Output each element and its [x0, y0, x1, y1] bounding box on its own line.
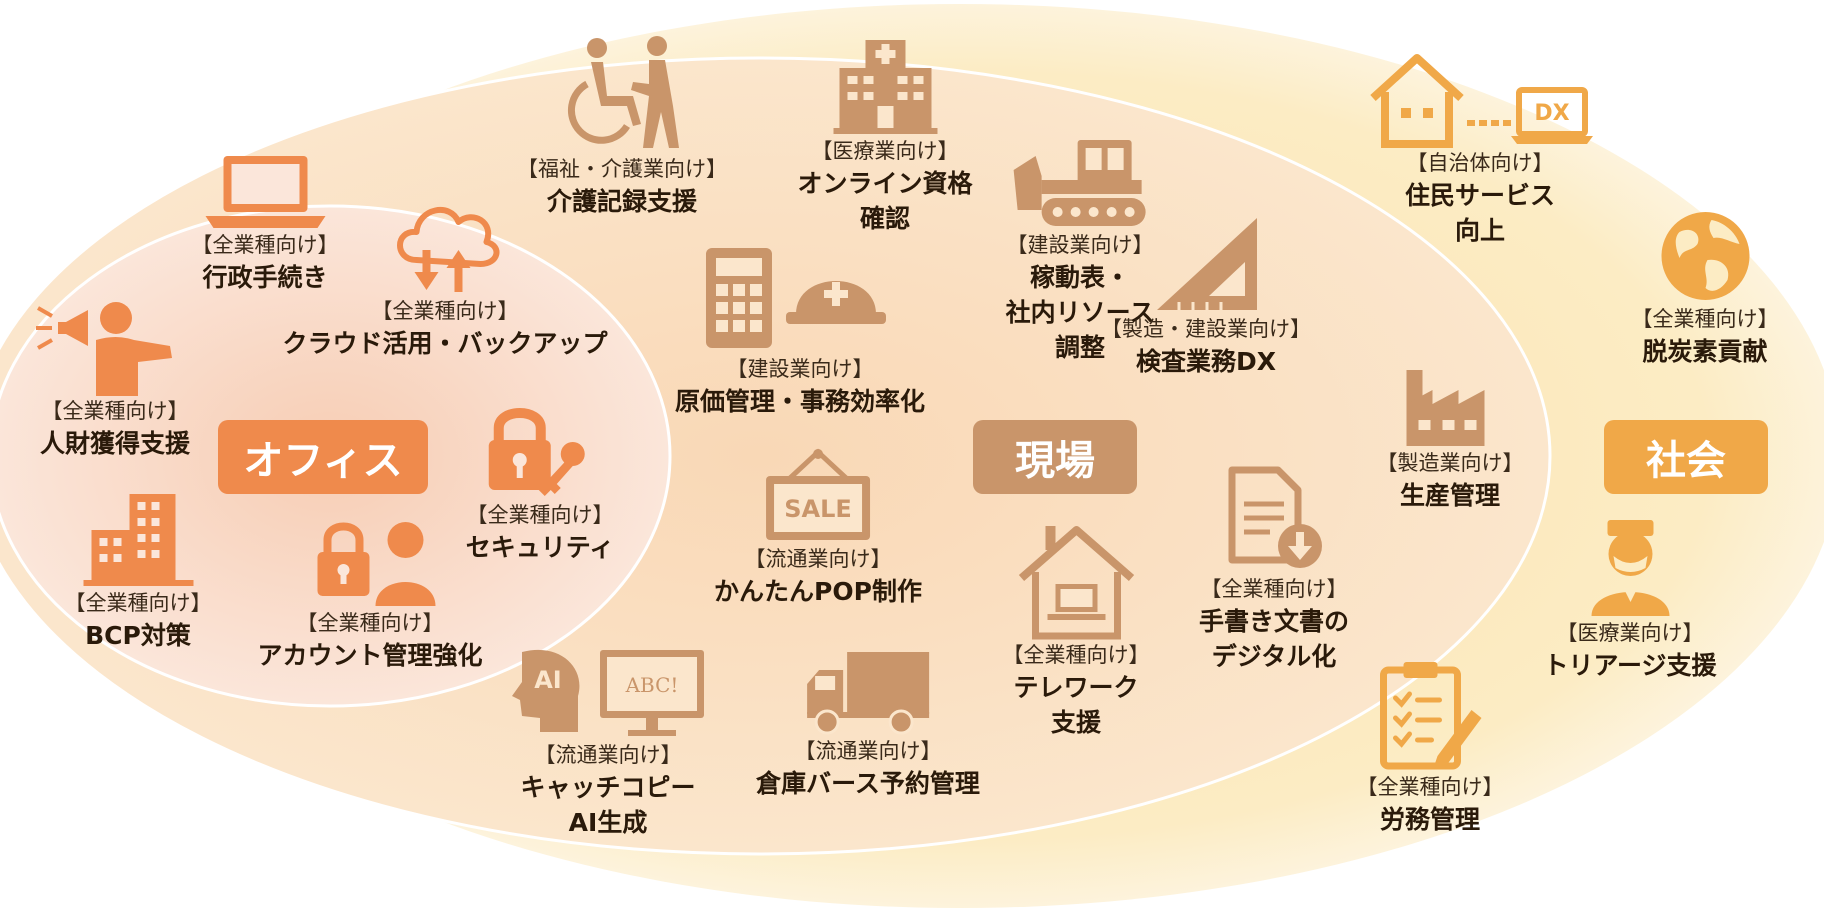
item-category: 【全業種向け】: [1002, 643, 1150, 667]
item-name: 手書き文書の: [1198, 607, 1350, 636]
genba-item-kadouhyou: 【建設業向け】 稼動表・ 社内リソース 調整: [1005, 136, 1155, 365]
item-category: 【流通業向け】: [534, 743, 682, 767]
wheelchair-icon: [567, 36, 679, 148]
zone-label-genba: 現場: [973, 420, 1137, 494]
factory-icon: [1406, 370, 1484, 446]
building-icon: [83, 494, 193, 586]
item-name: 労務管理: [1379, 805, 1480, 834]
genba-item-tegaki: 【全業種向け】 手書き文書の デジタル化: [1199, 466, 1349, 674]
genba-item-souko: 【流通業向け】 倉庫バース予約管理: [756, 650, 980, 801]
item-category: 【全業種向け】: [296, 611, 444, 635]
item-category: 【全業種向け】: [1356, 775, 1504, 799]
genba-item-pop: SALE 【流通業向け】 かんたんPOP制作: [714, 448, 922, 609]
item-name: 検査業務DX: [1135, 347, 1277, 376]
office-item-bcp: 【全業種向け】 BCP対策: [65, 490, 212, 653]
calculator-helmet-icon: [705, 248, 886, 348]
item-name: キャッチコピー: [520, 773, 696, 802]
genba-item-catchcopy: AI ABC! 【流通業向け】 キャッチコピー AI生成: [508, 646, 708, 840]
clipboard-check-icon: [1379, 662, 1481, 770]
item-name: オンライン資格: [797, 169, 973, 198]
item-category: 【医療業向け】: [1556, 621, 1704, 645]
cloud-sync-icon: [396, 207, 499, 292]
globe-icon: [1661, 212, 1749, 300]
office-item-security: 【全業種向け】 セキュリティ: [465, 400, 615, 565]
genba-item-telework: 【全業種向け】 テレワーク 支援: [1003, 522, 1150, 740]
truck-icon: [806, 652, 929, 735]
item-category: 【製造・建設業向け】: [1101, 317, 1311, 341]
item-name: テレワーク: [1013, 673, 1139, 702]
item-name: 介護記録支援: [546, 187, 697, 216]
zone-label-shakai: 社会: [1604, 420, 1768, 494]
megaphone-person-icon: [36, 302, 172, 396]
item-name: 人財獲得支援: [39, 429, 190, 458]
genba-item-online-shikaku: 【医療業向け】 オンライン資格 確認: [797, 40, 973, 236]
item-name: BCP対策: [85, 621, 191, 650]
nurse-icon: [1590, 520, 1669, 616]
item-name: 確認: [859, 204, 911, 233]
item-name: デジタル化: [1211, 642, 1337, 671]
item-name: 倉庫バース予約管理: [756, 769, 980, 798]
genba-item-kaigo: 【福祉・介護業向け】 介護記録支援: [517, 36, 727, 219]
item-category: 【自治体向け】: [1406, 151, 1554, 175]
item-category: 【全業種向け】: [64, 591, 212, 615]
item-category: 【全業種向け】: [1631, 307, 1779, 331]
item-name: セキュリティ: [465, 533, 615, 562]
item-category: 【医療業向け】: [811, 139, 959, 163]
office-item-account: 【全業種向け】 アカウント管理強化: [257, 518, 483, 673]
item-name: 脱炭素貢献: [1642, 337, 1768, 366]
item-name: 支援: [1050, 708, 1101, 737]
item-name: 原価管理・事務効率化: [674, 387, 926, 416]
item-category: 【全業種向け】: [371, 299, 519, 323]
item-category: 【建設業向け】: [726, 357, 874, 381]
office-item-gyousei: 【全業種向け】 行政手続き: [192, 152, 339, 295]
item-category: 【福祉・介護業向け】: [517, 157, 727, 181]
genba-item-kensa: 【製造・建設業向け】 検査業務DX: [1101, 214, 1311, 379]
lock-key-icon: [488, 408, 585, 496]
item-category: 【全業種向け】: [191, 233, 339, 257]
ai-text: AI: [534, 666, 562, 694]
laptop-icon: [205, 156, 325, 228]
item-name: 住民サービス: [1404, 181, 1555, 210]
genba-item-genka: 【建設業向け】 原価管理・事務効率化: [675, 246, 925, 419]
sale-text: SALE: [784, 495, 852, 523]
dx-text: DX: [1534, 101, 1569, 126]
item-category: 【流通業向け】: [744, 547, 892, 571]
item-category: 【全業種向け】: [1200, 577, 1348, 601]
shakai-item-datsutanso: 【全業種向け】 脱炭素貢献: [1632, 208, 1779, 369]
document-download-icon: [1228, 466, 1322, 568]
item-name: トリアージ支援: [1543, 651, 1717, 680]
item-name: AI生成: [568, 808, 648, 837]
office-item-cloud: 【全業種向け】 クラウド活用・バックアップ: [282, 198, 608, 361]
sale-sign-icon: SALE: [766, 448, 870, 540]
item-name: 行政手続き: [202, 263, 328, 292]
shakai-item-juumin: DX 【自治体向け】 住民サービス 向上: [1367, 52, 1593, 248]
item-category: 【全業種向け】: [466, 503, 614, 527]
item-name: アカウント管理強化: [257, 641, 483, 670]
lock-user-icon: [316, 522, 435, 606]
item-category: 【流通業向け】: [794, 739, 942, 763]
item-name: 稼動表・: [1029, 263, 1131, 292]
triangle-ruler-icon: [1157, 218, 1257, 310]
item-name: 社内リソース: [1005, 298, 1155, 327]
item-name: 向上: [1454, 216, 1505, 245]
ai-monitor-icon: AI ABC!: [512, 649, 704, 736]
bulldozer-icon: [1013, 140, 1146, 226]
item-name: 調整: [1054, 333, 1106, 362]
shakai-item-triage: 【医療業向け】 トリアージ支援: [1543, 518, 1717, 683]
abc-text: ABC!: [625, 673, 679, 697]
item-category: 【全業種向け】: [41, 399, 189, 423]
shakai-item-roumu: 【全業種向け】 労務管理: [1357, 660, 1504, 837]
office-item-jinzai: 【全業種向け】 人財獲得支援: [30, 296, 200, 461]
item-category: 【建設業向け】: [1006, 233, 1154, 257]
item-name: 生産管理: [1399, 481, 1500, 510]
house-laptop-icon: [1018, 526, 1134, 640]
shakai-item-seisan: 【製造業向け】 生産管理: [1377, 368, 1524, 513]
zone-label-office: オフィス: [218, 420, 428, 494]
house-dx-icon: DX: [1370, 54, 1593, 148]
item-name: かんたんPOP制作: [714, 577, 922, 606]
hospital-icon: [832, 40, 937, 134]
item-name: クラウド活用・バックアップ: [282, 329, 608, 358]
item-category: 【製造業向け】: [1376, 451, 1524, 475]
